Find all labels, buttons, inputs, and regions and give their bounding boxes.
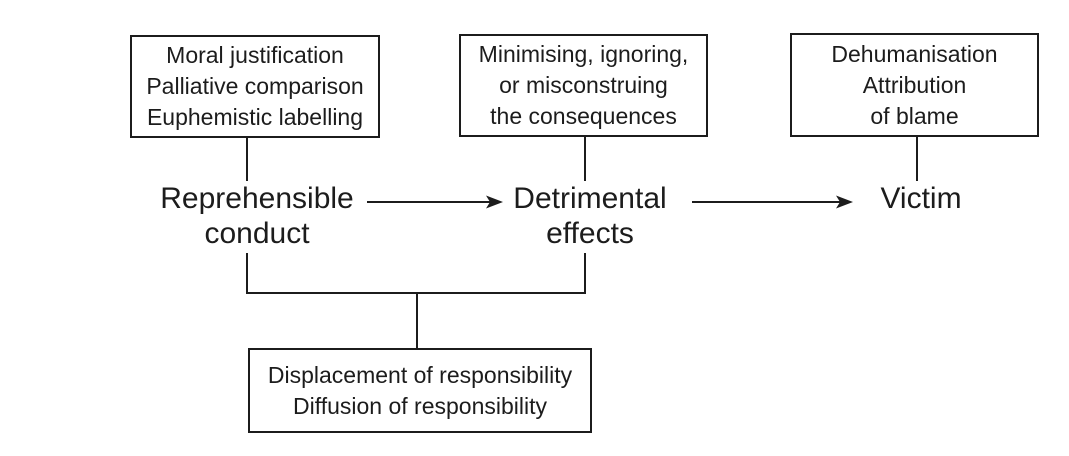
box-line: Moral justification — [166, 42, 344, 68]
node-detrimental-effects: Detrimental effects — [480, 181, 700, 251]
box-line: Displacement of responsibility — [267, 361, 573, 388]
box-line: of blame — [870, 102, 959, 129]
box-line: Minimising, ignoring, — [478, 41, 689, 67]
node-line: effects — [546, 217, 634, 250]
box-line: Euphemistic labelling — [146, 104, 364, 130]
box-line: Diffusion of responsibility — [293, 392, 547, 419]
node-line: Reprehensible — [160, 182, 354, 215]
box-line: the consequences — [490, 103, 677, 129]
box-responsibility: Displacement of responsibility Diffusion… — [248, 348, 592, 433]
box-line: or misconstruing — [499, 72, 668, 98]
arrowhead-detrimental-to-victim — [836, 195, 853, 209]
box-minimising-consequences: Minimising, ignoring, or misconstruing t… — [459, 34, 708, 137]
box-line: Palliative comparison — [146, 73, 364, 99]
node-victim: Victim — [841, 181, 1001, 216]
box-moral-justification: Moral justification Palliative compariso… — [130, 35, 380, 138]
arrowhead-reprehensible-to-detrimental — [486, 195, 503, 209]
node-line: conduct — [204, 217, 310, 250]
box-line: Dehumanisation — [831, 40, 998, 67]
box-line: Attribution — [862, 71, 967, 98]
node-line: Victim — [880, 182, 962, 215]
box-dehumanisation-attribution: Dehumanisation Attribution of blame — [790, 33, 1039, 137]
node-reprehensible-conduct: Reprehensible conduct — [147, 181, 367, 251]
node-line: Detrimental — [513, 182, 667, 215]
